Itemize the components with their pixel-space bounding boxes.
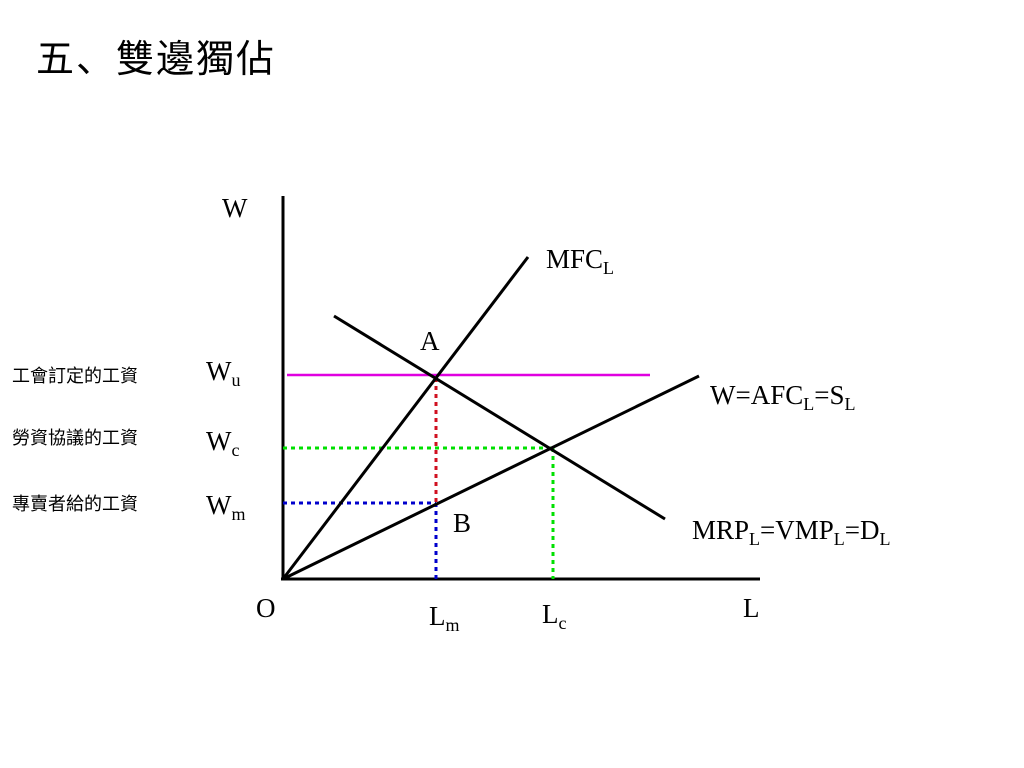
wm-label-sub: m	[231, 504, 245, 524]
lc-label-sub: c	[559, 613, 567, 633]
wc-label-sub: c	[231, 440, 239, 460]
demand-label-part: =D	[845, 515, 880, 545]
wm-label: Wm	[206, 490, 246, 524]
lc-label: Lc	[542, 599, 567, 633]
supply-label-part: W=AFC	[710, 380, 803, 410]
demand-label-sub: L	[749, 529, 760, 549]
demand-label: MRPL=VMPL=DL	[692, 515, 891, 549]
demand-label-part: MRP	[692, 515, 749, 545]
supply-label-part: =S	[814, 380, 844, 410]
wage-desc-negotiated: 勞資協議的工資	[12, 428, 138, 449]
supply-label-sub: L	[844, 394, 855, 414]
demand-label-sub: L	[880, 529, 891, 549]
lm-label-sub: m	[446, 615, 460, 635]
mfc-label-main: MFC	[546, 244, 603, 274]
wu-label-sub: u	[231, 370, 240, 390]
wu-label-main: W	[206, 356, 232, 386]
lc-label-main: L	[542, 599, 559, 629]
demand-curve	[333, 314, 666, 521]
x-axis-label: L	[743, 593, 760, 623]
wu-label: Wu	[206, 356, 240, 390]
lm-label: Lm	[429, 601, 460, 635]
point-b-label: B	[453, 508, 471, 538]
supply-label-sub: L	[803, 394, 814, 414]
page-title: 五、雙邊獨佔	[36, 37, 277, 81]
demand-label-sub: L	[834, 529, 845, 549]
wc-label: Wc	[206, 426, 239, 460]
wage-desc-monopsony: 專賣者給的工資	[12, 494, 138, 515]
mfc-label-sub: L	[603, 258, 614, 278]
mfc-curve	[281, 256, 530, 580]
demand-label-part: =VMP	[760, 515, 834, 545]
wc-label-main: W	[206, 426, 232, 456]
supply-curve	[282, 374, 700, 581]
supply-label: W=AFCL=SL	[710, 380, 855, 414]
mfc-label: MFCL	[546, 244, 614, 278]
wage-desc-union: 工會訂定的工資	[12, 366, 138, 387]
wm-label-main: W	[206, 490, 232, 520]
y-axis-label: W	[222, 193, 248, 223]
lm-label-main: L	[429, 601, 446, 631]
point-a-label: A	[420, 326, 440, 356]
origin-label: O	[256, 593, 276, 623]
